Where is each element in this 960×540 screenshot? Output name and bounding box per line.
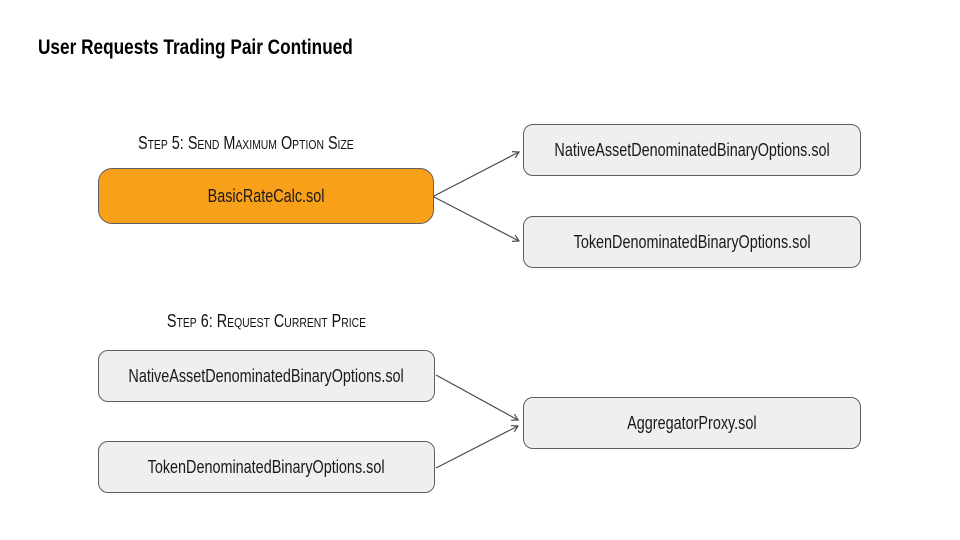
node-nativeasset-binaryoptions-step5[interactable]: NativeAssetDenominatedBinaryOptions.sol xyxy=(523,124,861,176)
arrow-token-to-aggregator xyxy=(435,425,520,469)
step6-label-text: Step 6: Request Current Price xyxy=(166,311,367,331)
node-aggregatorproxy[interactable]: AggregatorProxy.sol xyxy=(523,397,861,449)
node-basicratecalc[interactable]: BasicRateCalc.sol xyxy=(98,168,434,224)
arrow-nativeasset-to-aggregator xyxy=(435,374,520,421)
page-title: User Requests Trading Pair Continued xyxy=(38,36,353,59)
step5-label-text: Step 5: Send Maximum Option Size xyxy=(138,133,354,153)
node-nativeasset-binaryoptions-step6[interactable]: NativeAssetDenominatedBinaryOptions.sol xyxy=(98,350,435,402)
arrow-basic-to-token xyxy=(433,196,521,242)
node-token-binaryoptions-step5[interactable]: TokenDenominatedBinaryOptions.sol xyxy=(523,216,861,268)
node-nativeasset-binaryoptions-step5-label: NativeAssetDenominatedBinaryOptions.sol xyxy=(554,139,830,160)
step5-label: Step 5: Send Maximum Option Size xyxy=(78,134,414,152)
node-token-binaryoptions-step5-label: TokenDenominatedBinaryOptions.sol xyxy=(573,231,811,252)
arrow-basic-to-nativeasset xyxy=(433,151,521,197)
node-aggregatorproxy-label: AggregatorProxy.sol xyxy=(627,412,757,433)
node-token-binaryoptions-step6[interactable]: TokenDenominatedBinaryOptions.sol xyxy=(98,441,435,493)
step6-label: Step 6: Request Current Price xyxy=(98,312,435,330)
node-basicratecalc-label: BasicRateCalc.sol xyxy=(207,185,325,206)
node-nativeasset-binaryoptions-step6-label: NativeAssetDenominatedBinaryOptions.sol xyxy=(128,365,405,386)
node-token-binaryoptions-step6-label: TokenDenominatedBinaryOptions.sol xyxy=(148,456,385,477)
